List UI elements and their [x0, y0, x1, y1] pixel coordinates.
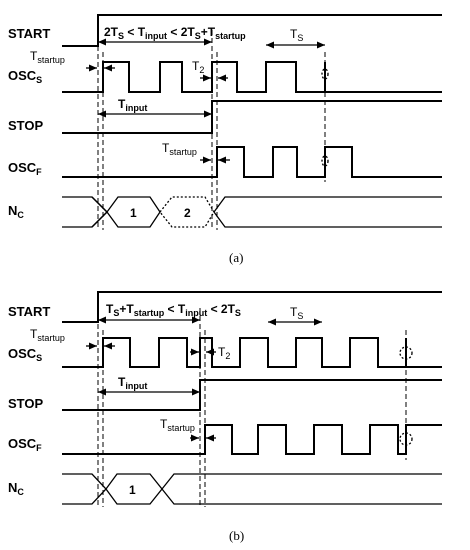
osc-s-waveform [62, 337, 442, 368]
t2-label: T2 [218, 345, 230, 361]
edge-marker [399, 346, 413, 360]
stop-label: STOP [8, 118, 43, 133]
t-startup-label: Tstartup [30, 49, 65, 65]
osc-s-label: OSCS [8, 68, 42, 85]
count-1: 1 [130, 206, 137, 220]
osc-f-label: OSCF [8, 160, 42, 177]
count-2: 2 [184, 206, 191, 220]
count-1: 1 [129, 483, 136, 497]
t-input-label: Tinput [118, 97, 147, 113]
panel-b: START OSCS STOP OSCF NC 1 TS+Tstartup < … [8, 291, 442, 543]
ts-label: TS [290, 27, 303, 43]
nc-label: NC [8, 203, 24, 220]
ts-label: TS [290, 305, 303, 321]
condition-label: TS+Tstartup < Tinput < 2TS [106, 302, 241, 318]
start-label: START [8, 304, 50, 319]
osc-f-waveform [62, 424, 442, 455]
caption-a: (a) [229, 250, 243, 265]
osc-f-label: OSCF [8, 436, 42, 453]
edge-marker [399, 432, 413, 446]
t-startup-label: Tstartup [160, 417, 195, 433]
osc-s-label: OSCS [8, 346, 42, 363]
stop-label: STOP [8, 396, 43, 411]
start-label: START [8, 26, 50, 41]
t-input-label: Tinput [118, 375, 147, 391]
t2-label: T2 [192, 59, 204, 75]
t-startup-label: Tstartup [162, 141, 197, 157]
edge-marker [321, 68, 329, 80]
nc-bus: 1 [62, 473, 442, 505]
nc-label: NC [8, 480, 24, 497]
t-startup-label: Tstartup [30, 327, 65, 343]
stop-waveform [62, 379, 442, 411]
edge-marker [321, 155, 329, 167]
caption-b: (b) [229, 528, 244, 543]
stop-waveform [62, 100, 442, 134]
condition-label: 2TS < Tinput < 2TS+Tstartup [104, 25, 246, 41]
osc-f-waveform [62, 146, 442, 178]
nc-bus: 1 2 [62, 196, 442, 228]
start-waveform [62, 291, 442, 323]
osc-s-waveform [62, 61, 442, 93]
panel-a: START OSCS STOP OSCF NC 1 2 [8, 14, 442, 265]
